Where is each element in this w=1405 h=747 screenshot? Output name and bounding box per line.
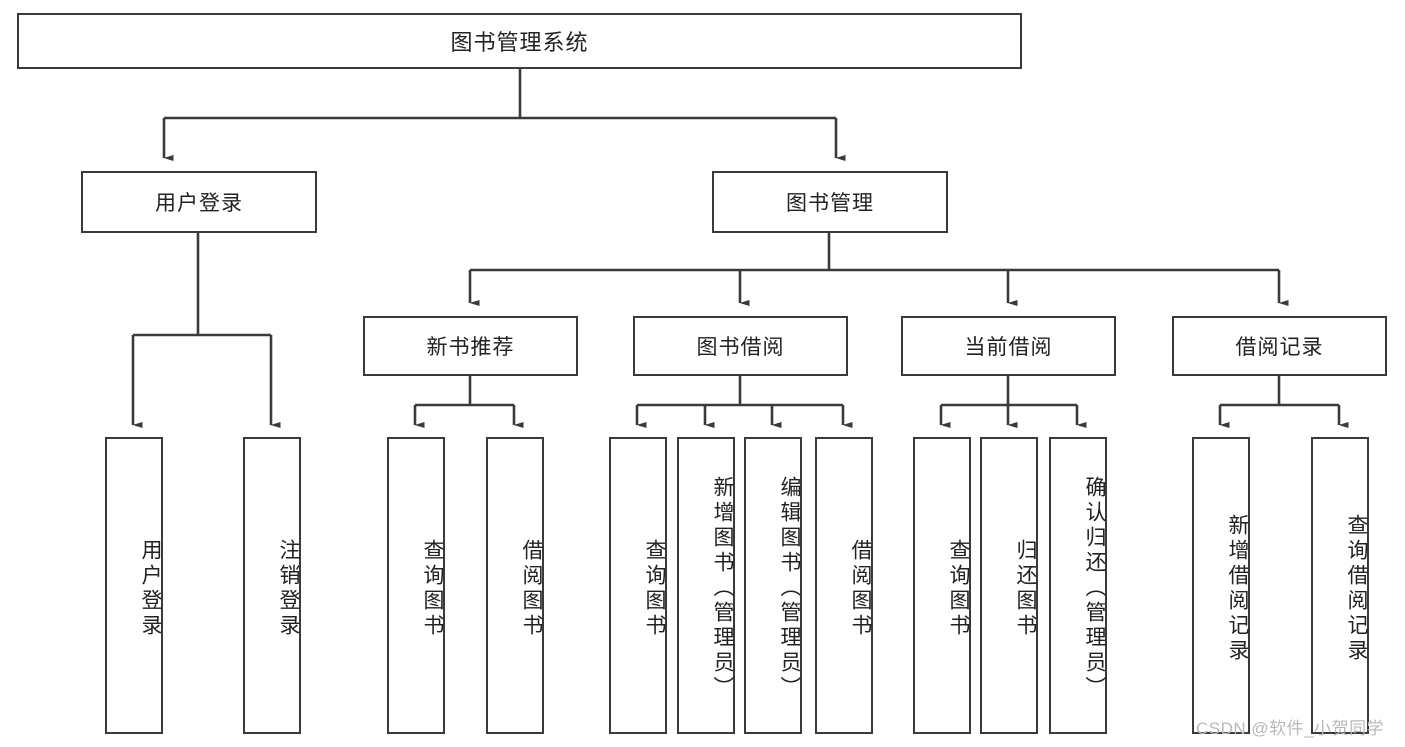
node-current-borrow[interactable]: 当前借阅 bbox=[901, 316, 1116, 376]
leaf-current-borrow-query[interactable]: 查询图书 bbox=[913, 437, 971, 734]
node-label: 查询图书 bbox=[643, 538, 666, 639]
node-label: 图书管理 bbox=[786, 192, 874, 215]
node-label: 查询图书 bbox=[947, 538, 970, 639]
node-label: 新书推荐 bbox=[426, 336, 515, 359]
node-label: 注销登录 bbox=[277, 538, 300, 639]
node-label: 查询图书 bbox=[421, 538, 444, 639]
leaf-user-login-logout[interactable]: 注销登录 bbox=[243, 437, 301, 734]
node-label: 借阅记录 bbox=[1235, 336, 1324, 359]
leaf-new-book-query[interactable]: 查询图书 bbox=[387, 437, 445, 734]
node-label: 新增图书（管理员） bbox=[711, 476, 734, 701]
node-label: 用户登录 bbox=[155, 192, 243, 215]
leaf-borrow-record-query[interactable]: 查询借阅记录 bbox=[1311, 437, 1369, 734]
node-label: 查询借阅记录 bbox=[1345, 513, 1368, 664]
node-label: 借阅图书 bbox=[849, 538, 872, 639]
leaf-book-borrow-borrow[interactable]: 借阅图书 bbox=[815, 437, 873, 734]
leaf-book-borrow-add[interactable]: 新增图书（管理员） bbox=[677, 437, 735, 734]
node-label: 图书借阅 bbox=[696, 336, 785, 359]
csdn-watermark: CSDN @软件_小贺同学 bbox=[1196, 719, 1385, 738]
node-label: 归还图书 bbox=[1014, 538, 1037, 639]
leaf-user-login-login[interactable]: 用户登录 bbox=[105, 437, 163, 734]
node-new-book-recommend[interactable]: 新书推荐 bbox=[363, 316, 578, 376]
node-label: 图书管理系统 bbox=[450, 30, 589, 55]
node-borrow-record[interactable]: 借阅记录 bbox=[1172, 316, 1387, 376]
leaf-current-borrow-confirm[interactable]: 确认归还（管理员） bbox=[1049, 437, 1107, 734]
node-root-system[interactable]: 图书管理系统 bbox=[17, 13, 1022, 69]
node-label: 确认归还（管理员） bbox=[1083, 476, 1106, 701]
leaf-current-borrow-return[interactable]: 归还图书 bbox=[980, 437, 1038, 734]
node-label: 当前借阅 bbox=[964, 336, 1053, 359]
node-label: 借阅图书 bbox=[520, 538, 543, 639]
node-label: 用户登录 bbox=[139, 538, 162, 639]
leaf-book-borrow-edit[interactable]: 编辑图书（管理员） bbox=[744, 437, 802, 734]
node-book-management[interactable]: 图书管理 bbox=[712, 171, 948, 233]
node-user-login[interactable]: 用户登录 bbox=[81, 171, 317, 233]
node-label: 新增借阅记录 bbox=[1226, 513, 1249, 664]
leaf-new-book-borrow[interactable]: 借阅图书 bbox=[486, 437, 544, 734]
node-book-borrow[interactable]: 图书借阅 bbox=[633, 316, 848, 376]
leaf-book-borrow-query[interactable]: 查询图书 bbox=[609, 437, 667, 734]
leaf-borrow-record-add[interactable]: 新增借阅记录 bbox=[1192, 437, 1250, 734]
node-label: 编辑图书（管理员） bbox=[778, 476, 801, 701]
